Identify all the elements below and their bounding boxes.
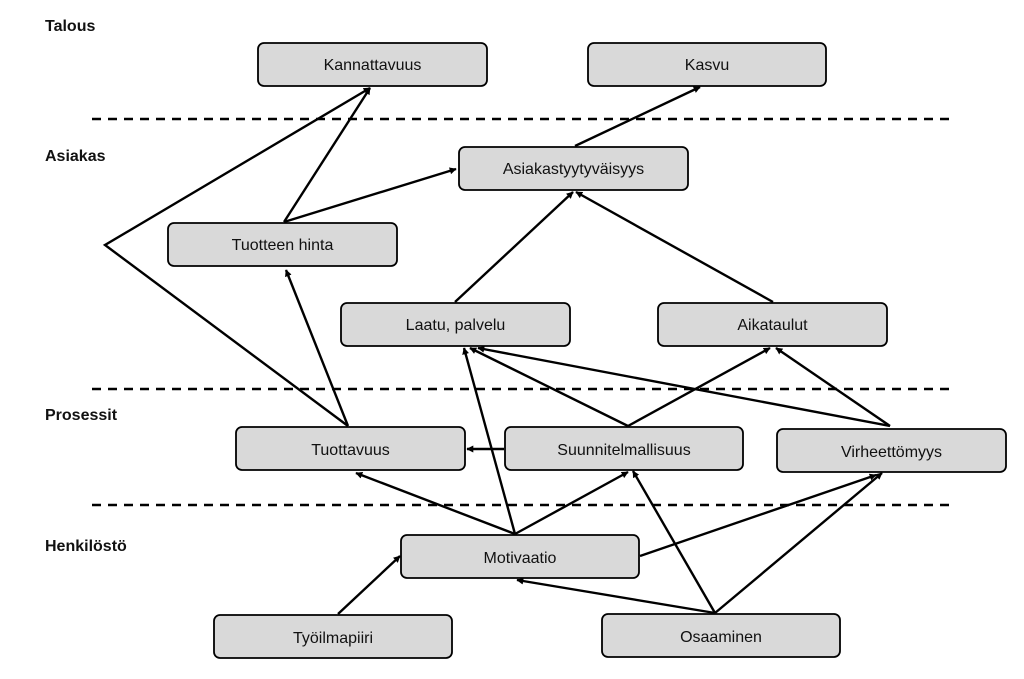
edge-tyoilmapiiri-to-motivaatio: [337, 555, 401, 615]
node-motivaatio: Motivaatio: [400, 534, 640, 579]
node-laatu-palvelu: Laatu, palvelu: [340, 302, 571, 347]
edge-virheettomyys-to-laatu-palvelu: [477, 345, 891, 428]
band-label-asiakas: Asiakas: [45, 148, 106, 165]
node-label: Asiakastyytyväisyys: [503, 161, 644, 178]
edge-suunnitelmallisuus-to-laatu-palvelu: [469, 346, 629, 428]
node-label: Laatu, palvelu: [406, 317, 506, 334]
node-tyoilmapiiri: Työilmapiiri: [213, 614, 453, 659]
node-virheettomyys: Virheettömyys: [776, 428, 1007, 473]
edge-tuottavuus-to-kannattavuus: [102, 86, 371, 427]
node-tuottavuus: Tuottavuus: [235, 426, 466, 471]
edge-layer: [102, 85, 891, 615]
node-label: Suunnitelmallisuus: [557, 442, 690, 459]
band-label-talous: Talous: [45, 18, 95, 35]
edge-laatu-palvelu-to-asiakastyytyvaisyys: [454, 191, 574, 303]
edge-tuotteen-hinta-to-kannattavuus: [282, 87, 372, 223]
node-label: Aikataulut: [737, 317, 808, 334]
node-label: Osaaminen: [680, 629, 762, 646]
edge-osaaminen-to-virheettomyys: [714, 472, 883, 614]
node-label: Tuottavuus: [311, 442, 390, 459]
edge-motivaatio-to-virheettomyys: [639, 473, 877, 558]
edge-virheettomyys-to-aikataulut: [775, 347, 891, 427]
edge-tuotteen-hinta-to-asiakastyytyvaisyys: [283, 167, 457, 224]
node-label: Kannattavuus: [324, 57, 422, 74]
edge-tuottavuus-to-tuotteen-hinta: [284, 269, 350, 427]
band-label-henkilosto: Henkilöstö: [45, 538, 127, 555]
node-kasvu: Kasvu: [587, 42, 827, 87]
node-label: Kasvu: [685, 57, 729, 74]
edge-suunnitelmallisuus-to-aikataulut: [627, 346, 771, 428]
node-suunnitelmallisuus: Suunnitelmallisuus: [504, 426, 744, 471]
node-kannattavuus: Kannattavuus: [257, 42, 488, 87]
node-label: Tuotteen hinta: [232, 237, 334, 254]
edge-motivaatio-to-suunnitelmallisuus: [514, 470, 629, 536]
edge-osaaminen-to-suunnitelmallisuus: [631, 470, 717, 614]
node-label: Työilmapiiri: [293, 630, 373, 647]
edge-osaaminen-to-motivaatio: [516, 577, 716, 615]
edge-asiakastyytyvaisyys-to-kasvu: [574, 85, 701, 148]
edge-motivaatio-to-laatu-palvelu: [462, 347, 517, 535]
node-label: Virheettömyys: [841, 444, 942, 461]
node-asiakastyytyvaisyys: Asiakastyytyväisyys: [458, 146, 689, 191]
node-label: Motivaatio: [484, 550, 557, 567]
band-label-prosessit: Prosessit: [45, 407, 118, 424]
edge-motivaatio-to-tuottavuus: [355, 471, 516, 536]
node-osaaminen: Osaaminen: [601, 613, 841, 658]
node-aikataulut: Aikataulut: [657, 302, 888, 347]
node-tuotteen-hinta: Tuotteen hinta: [167, 222, 398, 267]
edge-aikataulut-to-asiakastyytyvaisyys: [575, 190, 774, 304]
